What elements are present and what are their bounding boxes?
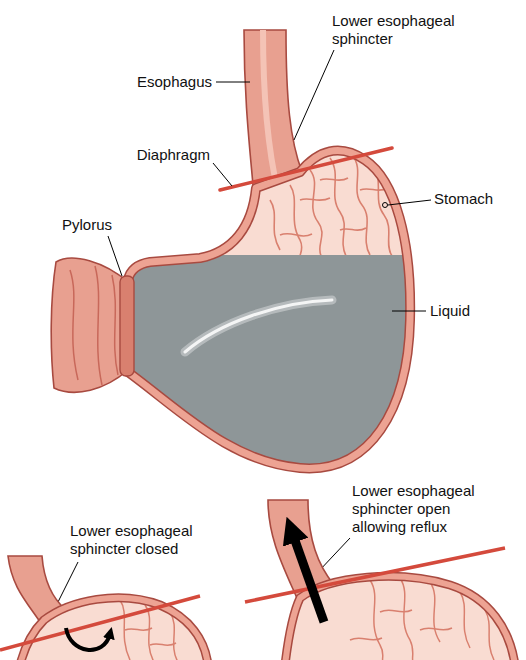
- diaphragm-line: [245, 548, 505, 602]
- duodenum-fold: [112, 275, 118, 375]
- ruga: [290, 185, 302, 260]
- liquid-pool: [100, 255, 430, 485]
- liquid-fill: [100, 255, 430, 485]
- ruga: [370, 580, 384, 660]
- leader-line: [216, 82, 250, 83]
- liquid-glint: [185, 300, 332, 352]
- part-label: Lower esophageal sphincter: [332, 12, 472, 48]
- ruga: [380, 610, 412, 612]
- part-label: Lower esophageal sphincter open allowing…: [352, 482, 502, 536]
- part-label: Pylorus: [22, 216, 112, 234]
- stomach-wall: [128, 151, 410, 469]
- part-label: Stomach: [434, 190, 522, 208]
- leader-line: [213, 163, 232, 186]
- pylorus-ring: [120, 276, 134, 376]
- duodenum: [51, 258, 128, 392]
- stomach-wall: [20, 598, 208, 660]
- leader-line: [388, 200, 431, 205]
- ruga: [400, 578, 414, 660]
- leader-line: [108, 236, 122, 276]
- part-label: Diaphragm: [100, 146, 210, 164]
- stomach-wall-outline: [20, 598, 208, 660]
- ruga: [320, 178, 348, 180]
- ruga: [460, 592, 470, 648]
- inset-closed: [0, 556, 208, 660]
- reflux-arrow: [292, 532, 324, 622]
- part-label: Lower esophageal sphincter closed: [70, 522, 210, 558]
- liquid-glint: [185, 300, 332, 352]
- ruga: [350, 638, 382, 640]
- ruga: [280, 234, 312, 236]
- diaphragm-line: [0, 596, 200, 650]
- ruga: [125, 628, 152, 630]
- duodenum-wall: [51, 258, 128, 392]
- ruga: [150, 643, 176, 645]
- ruga: [352, 155, 370, 255]
- duodenum-fold: [70, 270, 78, 380]
- ruga: [420, 628, 452, 630]
- stomach-wall-outline: [128, 151, 410, 469]
- stomach: [100, 151, 430, 485]
- leader-line: [294, 50, 334, 140]
- esophagus-lumen: [263, 30, 278, 192]
- ruga: [270, 200, 280, 250]
- curved-arrow: [66, 628, 110, 650]
- leader-line: [392, 311, 426, 312]
- leader-line: [57, 562, 78, 604]
- ruga: [300, 198, 330, 200]
- leader-end-circle: [383, 203, 388, 208]
- ruga: [340, 228, 366, 230]
- ruga: [330, 158, 346, 256]
- ruga: [430, 582, 440, 642]
- ruga: [145, 605, 154, 660]
- ruga: [310, 170, 322, 258]
- duodenum-fold: [95, 266, 102, 385]
- part-label: Esophagus: [102, 73, 212, 91]
- diaphragm-line: [220, 148, 392, 190]
- part-label: Liquid: [430, 302, 518, 320]
- stomach-lining: [20, 598, 208, 660]
